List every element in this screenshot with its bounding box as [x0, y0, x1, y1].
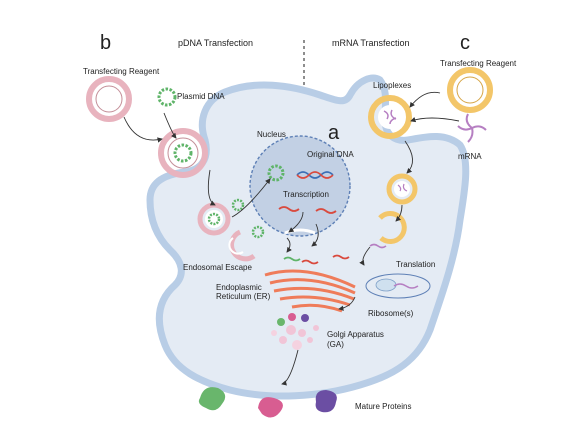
mature-proteins-label: Mature Proteins — [355, 402, 412, 411]
rna-strand — [315, 208, 337, 214]
plasmid-dna-icon — [157, 87, 177, 107]
internalized-lipoplex-icon — [386, 173, 418, 205]
transfecting-reagent-right-label: Transfecting Reagent — [440, 59, 517, 68]
opening-lipoplex-icon — [378, 211, 407, 244]
transfecting-reagent-left-label: Transfecting Reagent — [83, 67, 160, 76]
nuclear-pore — [284, 228, 316, 235]
plasmid-in-cytoplasm — [231, 198, 245, 212]
released-mrna — [369, 243, 387, 249]
rna-strand — [278, 206, 300, 212]
mature-protein-pink — [258, 397, 283, 418]
mature-protein-purple — [315, 390, 337, 413]
translation-site — [365, 273, 431, 299]
lipoplexes-label: Lipoplexes — [373, 81, 412, 90]
mrna-icon — [457, 113, 487, 143]
panel-c-letter: c — [460, 32, 470, 54]
ribosomes-label: Ribosome(s) — [368, 309, 414, 318]
panel-b-title: pDNA Transfection — [178, 38, 254, 48]
nucleus-label: Nucleus — [257, 130, 286, 139]
rna-strand — [283, 256, 301, 262]
mrna-lipoplex-icon — [368, 95, 412, 139]
process-arrows — [123, 91, 460, 386]
panel-c-title: mRNA Transfection — [332, 38, 410, 48]
translation-label: Translation — [396, 260, 436, 269]
plasmid-dna-label: Plasmid DNA — [177, 92, 225, 101]
golgi-apparatus — [271, 313, 319, 350]
rna-strand — [301, 259, 319, 265]
endoplasmic-reticulum — [264, 269, 356, 313]
original-dna-label: Original DNA — [307, 150, 354, 159]
endosomal-escape-icon — [228, 225, 265, 262]
golgi-label-line2: (GA) — [327, 340, 344, 349]
golgi-label-line1: Golgi Apparatus — [327, 330, 384, 339]
er-label-line2: Reticulum (ER) — [216, 292, 271, 301]
mature-protein-green — [198, 387, 226, 411]
er-label-line1: Endoplasmic — [216, 283, 262, 292]
cell-membrane — [146, 74, 470, 400]
panel-b-letter: b — [100, 32, 112, 54]
pdna-lipoplex-icon — [158, 128, 208, 178]
mrna-label: mRNA — [458, 152, 482, 161]
plasmid-in-nucleus — [267, 164, 285, 182]
endosomal-escape-label: Endosomal Escape — [183, 263, 252, 272]
rna-strand — [332, 254, 350, 260]
lipoplex-reagent-icon — [447, 67, 493, 113]
panel-a-letter: a — [328, 122, 340, 144]
transcription-label: Transcription — [283, 190, 329, 199]
transfecting-reagent-icon — [86, 76, 132, 122]
dna-helix-icon — [296, 171, 334, 179]
